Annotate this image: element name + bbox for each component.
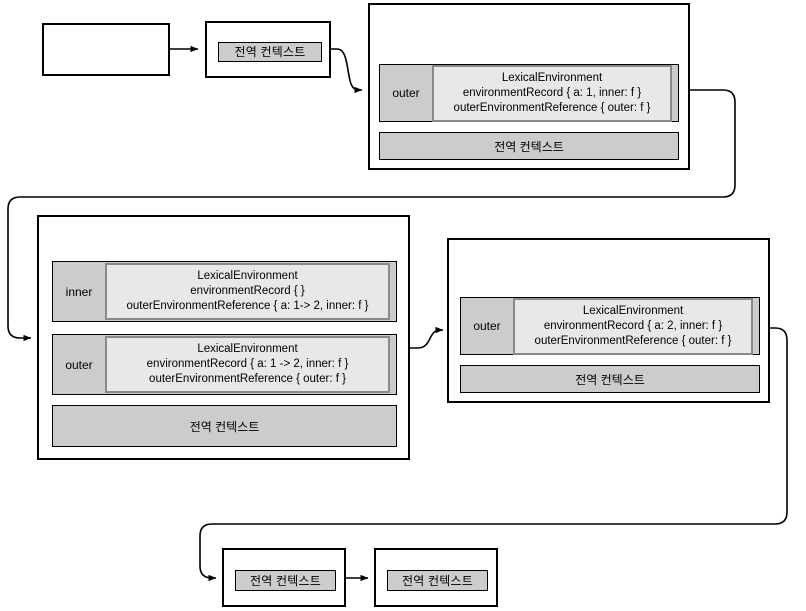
- global-context-bar[interactable]: 전역 컨텍스트: [387, 570, 488, 591]
- global-context-stack-return-box[interactable]: 전역 컨텍스트: [222, 548, 346, 607]
- inner-environment-row[interactable]: inner LexicalEnvironment environmentReco…: [52, 261, 397, 322]
- global-context-bar[interactable]: 전역 컨텍스트: [218, 42, 322, 62]
- lexical-environment-title: LexicalEnvironment: [501, 71, 603, 84]
- environment-record-line: environmentRecord { a: 1 -> 2, inner: f …: [146, 358, 349, 370]
- global-context-bar[interactable]: 전역 컨텍스트: [379, 132, 679, 160]
- outer-lexical-environment-card: LexicalEnvironment environmentRecord { a…: [432, 64, 672, 122]
- outer-context-stack-box[interactable]: outer LexicalEnvironment environmentReco…: [368, 3, 690, 170]
- outer-row-label: outer: [473, 319, 501, 333]
- environment-record-line: environmentRecord { a: 1, inner: f }: [462, 86, 642, 99]
- outer-row-label: outer: [392, 86, 420, 100]
- global-context-bar[interactable]: 전역 컨텍스트: [460, 365, 760, 393]
- global-context-bar[interactable]: 전역 컨텍스트: [52, 405, 397, 447]
- outer-environment-reference-line: outerEnvironmentReference { outer: f }: [149, 373, 346, 385]
- lexical-environment-title: LexicalEnvironment: [197, 343, 298, 355]
- outer-environment-row[interactable]: outer LexicalEnvironment environmentReco…: [460, 297, 760, 355]
- outer-row-label: outer: [65, 357, 93, 372]
- outer-environment-row[interactable]: outer LexicalEnvironment environmentReco…: [52, 334, 397, 395]
- inner-lexical-environment-card: LexicalEnvironment environmentRecord { }…: [105, 263, 390, 320]
- inner-context-stack-box[interactable]: inner LexicalEnvironment environmentReco…: [37, 215, 410, 460]
- outer-environment-reference-line: outerEnvironmentReference { a: 1-> 2, in…: [126, 300, 369, 312]
- environment-record-line: environmentRecord { }: [190, 285, 305, 297]
- global-context-bar[interactable]: 전역 컨텍스트: [235, 570, 336, 591]
- global-context-stack-box[interactable]: 전역 컨텍스트: [205, 21, 331, 78]
- empty-stack-box[interactable]: [42, 23, 170, 76]
- global-context-stack-final-box[interactable]: 전역 컨텍스트: [374, 548, 498, 607]
- environment-record-line: environmentRecord { a: 2, inner: f }: [543, 319, 723, 332]
- outer-context-stack-after-box[interactable]: outer LexicalEnvironment environmentReco…: [447, 238, 770, 403]
- outer-environment-reference-line: outerEnvironmentReference { outer: f }: [453, 101, 651, 114]
- outer-lexical-environment-card: LexicalEnvironment environmentRecord { a…: [105, 336, 390, 393]
- arrow-inner-to-outer-after: [410, 326, 444, 349]
- inner-row-label: inner: [65, 284, 93, 299]
- outer-environment-row[interactable]: outer LexicalEnvironment environmentReco…: [379, 64, 679, 122]
- lexical-environment-title: LexicalEnvironment: [197, 270, 298, 282]
- outer-lexical-environment-card: LexicalEnvironment environmentRecord { a…: [513, 297, 753, 355]
- outer-environment-reference-line: outerEnvironmentReference { outer: f }: [534, 334, 732, 347]
- lexical-environment-title: LexicalEnvironment: [582, 304, 684, 317]
- arrow-global-to-outer: [331, 48, 363, 94]
